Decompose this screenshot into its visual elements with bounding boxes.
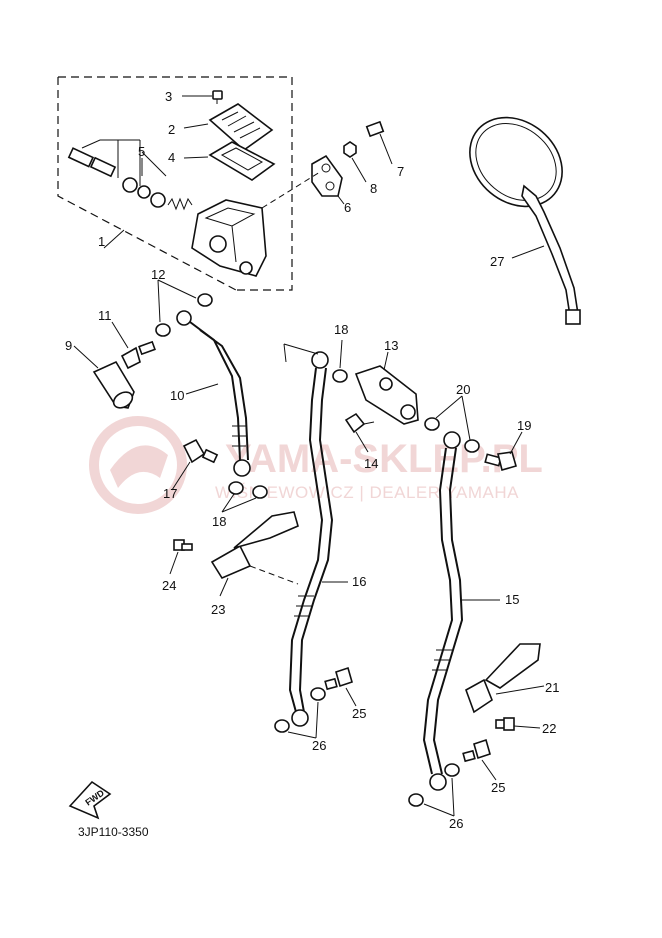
callout-10: 10 [170,388,184,403]
nut-part [343,141,367,183]
hose-guide-21-part [465,643,545,714]
callout-13: 13 [384,338,398,353]
master-cylinder-part [103,199,267,277]
callout-25-left: 25 [352,706,366,721]
callout-labels: 3 2 5 4 1 6 8 7 27 12 11 9 10 18 13 20 1… [65,89,559,831]
cap-screw-part [182,90,223,104]
callout-8: 8 [370,181,377,196]
callout-17: 17 [163,486,177,501]
holder-part [261,154,345,209]
bolt-24-part [169,539,193,575]
brake-hose-10-part [176,310,251,477]
washer-26-right-part [408,763,460,817]
callout-5: 5 [138,144,145,159]
mirror-part [469,116,581,325]
washer-18-right-part [332,339,348,383]
callout-14: 14 [364,456,378,471]
callout-19: 19 [517,418,531,433]
bolt-25-right-part [462,738,497,781]
callout-3: 3 [165,89,172,104]
callout-26-right: 26 [449,816,463,831]
callout-16: 16 [352,574,366,589]
fwd-arrow-icon: FWD [68,780,112,820]
callout-25-right: 25 [491,780,505,795]
callout-20: 20 [456,382,470,397]
union-bolt-11-part [111,321,156,370]
reservoir-cap-part [183,103,274,152]
bolt-part [365,120,393,165]
callout-4: 4 [168,150,175,165]
watermark-logo-icon [89,416,187,514]
washer-20-part [424,395,480,453]
callout-7: 7 [397,164,404,179]
piston-kit-part [67,139,193,211]
callout-23: 23 [211,602,225,617]
union-bolt-17-part [171,438,219,491]
washer-18-left-part [221,481,268,513]
assembly-box-outline [57,76,293,291]
diagram-code: 3JP110-3350 [78,825,149,839]
brake-hose-15-part [422,431,500,791]
callout-2: 2 [168,122,175,137]
bolt-25-left-part [324,666,357,707]
union-bolt-19-part [484,431,523,471]
callout-22: 22 [542,721,556,736]
diaphragm-part [183,141,276,181]
watermark-logo-mark [110,445,168,488]
callout-18-top: 18 [334,322,348,337]
callout-24: 24 [162,578,176,593]
callout-27: 27 [490,254,504,269]
callout-26-left: 26 [312,738,326,753]
callout-12: 12 [151,267,165,282]
callout-18-bottom: 18 [212,514,226,529]
hose-guide-23-part [210,511,299,597]
washer-12-part [155,279,213,337]
callout-21: 21 [545,680,559,695]
boot-9-part [73,345,135,409]
callout-9: 9 [65,338,72,353]
washer-26-left-part [274,687,326,739]
bolt-14-part [344,412,375,453]
callout-11: 11 [98,308,112,323]
watermark-sub-text: WIŚNIEWOWICZ | DEALER YAMAHA [215,483,519,502]
callout-15: 15 [505,592,519,607]
brake-hose-16-part [283,343,348,727]
callout-6: 6 [344,200,351,215]
bolt-22-part [495,717,541,731]
callout-1: 1 [98,234,105,249]
joint-13-part [354,351,419,425]
